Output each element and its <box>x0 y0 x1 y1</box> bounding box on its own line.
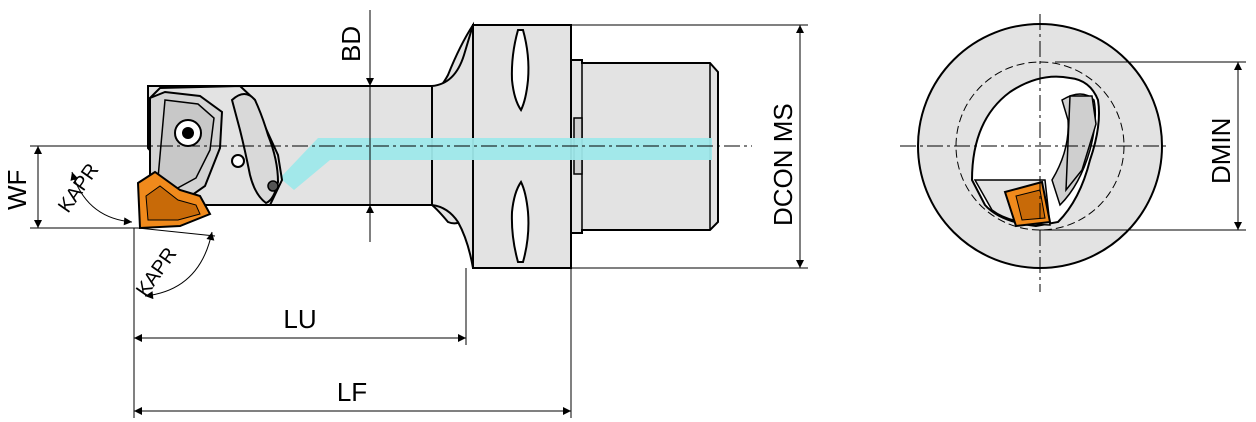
kapr-top-label: KAPR <box>54 160 103 217</box>
flange-slot-bottom <box>510 180 530 263</box>
bd-label: BD <box>336 26 366 62</box>
front-view: DMIN <box>900 14 1246 292</box>
dmin-label: DMIN <box>1206 118 1236 184</box>
wf-label: WF <box>2 170 32 210</box>
coolant-channel <box>280 138 712 190</box>
lu-label: LU <box>283 304 316 334</box>
dcon-ms-label: DCON MS <box>768 103 798 226</box>
lf-label: LF <box>337 377 367 407</box>
flange-slot-top <box>510 29 530 112</box>
side-view: BD WF KAPR KAPR LU LF DCON MS <box>2 10 808 418</box>
pin-hole <box>231 154 245 168</box>
clamp-lever <box>230 93 280 205</box>
kapr-bottom-label: KAPR <box>132 244 181 301</box>
